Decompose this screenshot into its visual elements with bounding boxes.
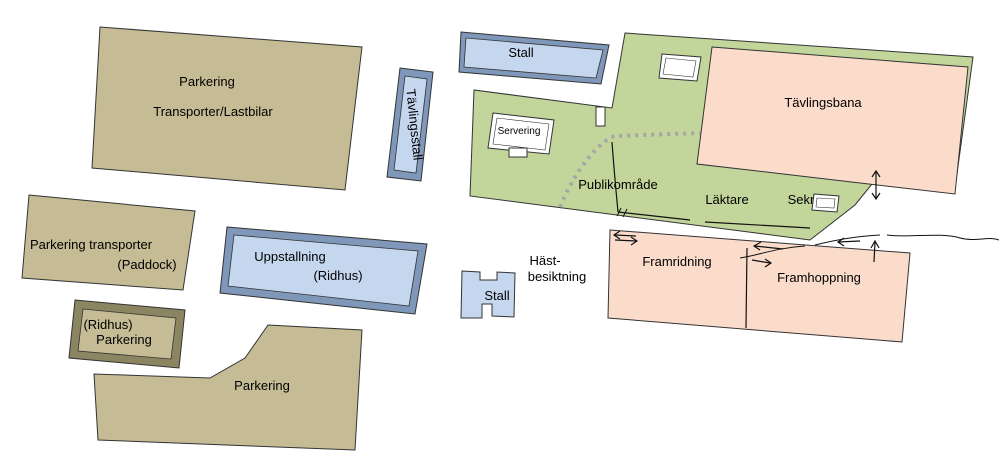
grandstand-label: Läktare: [705, 192, 748, 207]
vet-check-label-1: Häst-: [529, 253, 560, 268]
double-arrow-icon: [871, 169, 881, 201]
indoor-parking-label: (Ridhus): [83, 317, 132, 332]
warm-up-area: [607, 229, 911, 343]
warm-up-divider: [745, 247, 748, 329]
parking-trucks-label: Parkering: [179, 74, 235, 89]
competition-arena: [696, 46, 969, 195]
secretariat-label: Sekr: [788, 192, 815, 207]
stable-top-label: Stall: [508, 45, 533, 60]
parking-paddock-area: [21, 194, 196, 291]
indoor-arena-parking: (Ridhus) Parkering: [68, 299, 186, 369]
parking-bottom-area: [93, 324, 363, 451]
indoor-parking-sublabel: Parkering: [96, 332, 152, 347]
competition-arena-label: Tävlingsbana: [784, 95, 862, 110]
public-area-label: Publikområde: [578, 177, 658, 192]
warm-up-jumping-label: Framhoppning: [777, 270, 861, 285]
secretariat-building: [811, 193, 840, 213]
indoor-arena-sublabel: (Ridhus): [313, 268, 362, 283]
parking-bottom-label: Parkering: [234, 378, 290, 393]
cafe-building: Servering: [487, 112, 555, 158]
parking-trucks-sublabel: Transporter/Lastbilar: [153, 104, 273, 119]
road-curve: [739, 234, 881, 259]
indoor-arena-stabling: Uppstallning (Ridhus): [219, 226, 428, 315]
small-building-mid: [595, 106, 606, 127]
parking-paddock-sublabel: (Paddock): [117, 257, 176, 272]
grandstand-line: [611, 141, 811, 229]
walking-path: [558, 131, 701, 208]
stable-small: [460, 270, 516, 319]
fence-mark: [616, 207, 628, 218]
parking-paddock-label: Parkering transporter: [30, 237, 153, 252]
parking-trucks-area: [91, 26, 363, 191]
competition-stable: Tävlingsstall: [386, 67, 434, 182]
stable-top: Stall: [458, 31, 610, 85]
warm-up-riding-label: Framridning: [642, 254, 711, 269]
competition-stable-label: Tävlingsstall: [403, 88, 425, 161]
vet-check-label-2: besiktning: [528, 269, 587, 284]
indoor-arena-label: Uppstallning: [254, 249, 326, 264]
arrow-icon: [612, 230, 880, 268]
road-line: [886, 234, 999, 241]
cafe-label: Servering: [498, 126, 541, 137]
small-building-top: [658, 53, 702, 82]
stable-small-label: Stall: [484, 288, 509, 303]
